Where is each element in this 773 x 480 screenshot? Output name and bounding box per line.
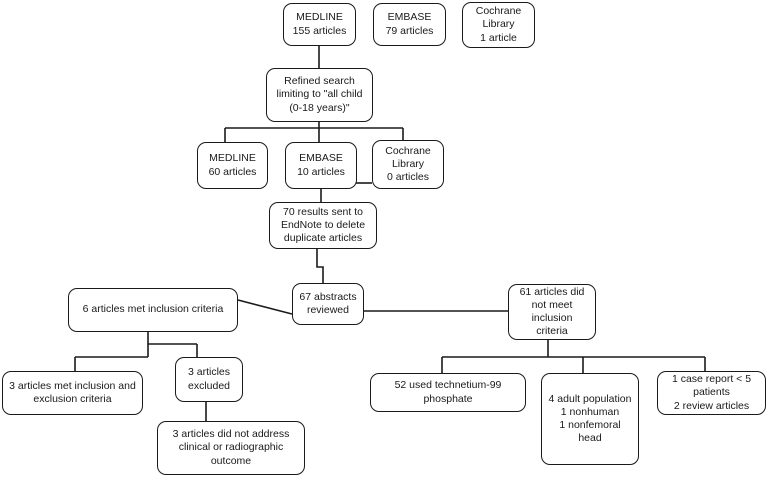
- node-not-met-61: 61 articles did not meet inclusion crite…: [508, 284, 596, 340]
- node-adult-4: 4 adult population 1 nonhuman 1 nonfemor…: [541, 373, 639, 465]
- node-included-6: 6 articles met inclusion criteria: [68, 288, 238, 332]
- node-embase-79: EMBASE 79 articles: [373, 3, 446, 46]
- node-medline-155: MEDLINE 155 articles: [283, 3, 356, 46]
- node-excluded-3: 3 articles excluded: [175, 357, 243, 402]
- node-abstracts-67: 67 abstracts reviewed: [292, 283, 364, 325]
- node-cochrane-0: Cochrane Library 0 articles: [372, 140, 444, 189]
- connector: [237, 299, 293, 315]
- node-cochrane-1: Cochrane Library 1 article: [462, 2, 535, 48]
- connector: [316, 249, 324, 283]
- node-embase-10: EMBASE 10 articles: [285, 142, 357, 189]
- node-medline-60: MEDLINE 60 articles: [197, 142, 268, 189]
- node-case-report-1: 1 case report < 5 patients 2 review arti…: [657, 371, 766, 415]
- node-incl-excl-3: 3 articles met inclusion and exclusion c…: [2, 371, 143, 415]
- node-refined-search: Refined search limiting to "all child (0…: [266, 68, 373, 122]
- node-endnote-70: 70 results sent to EndNote to delete dup…: [269, 202, 377, 249]
- node-technetium-52: 52 used technetium-99 phosphate: [370, 373, 526, 412]
- node-no-outcome-3: 3 articles did not address clinical or r…: [157, 421, 305, 475]
